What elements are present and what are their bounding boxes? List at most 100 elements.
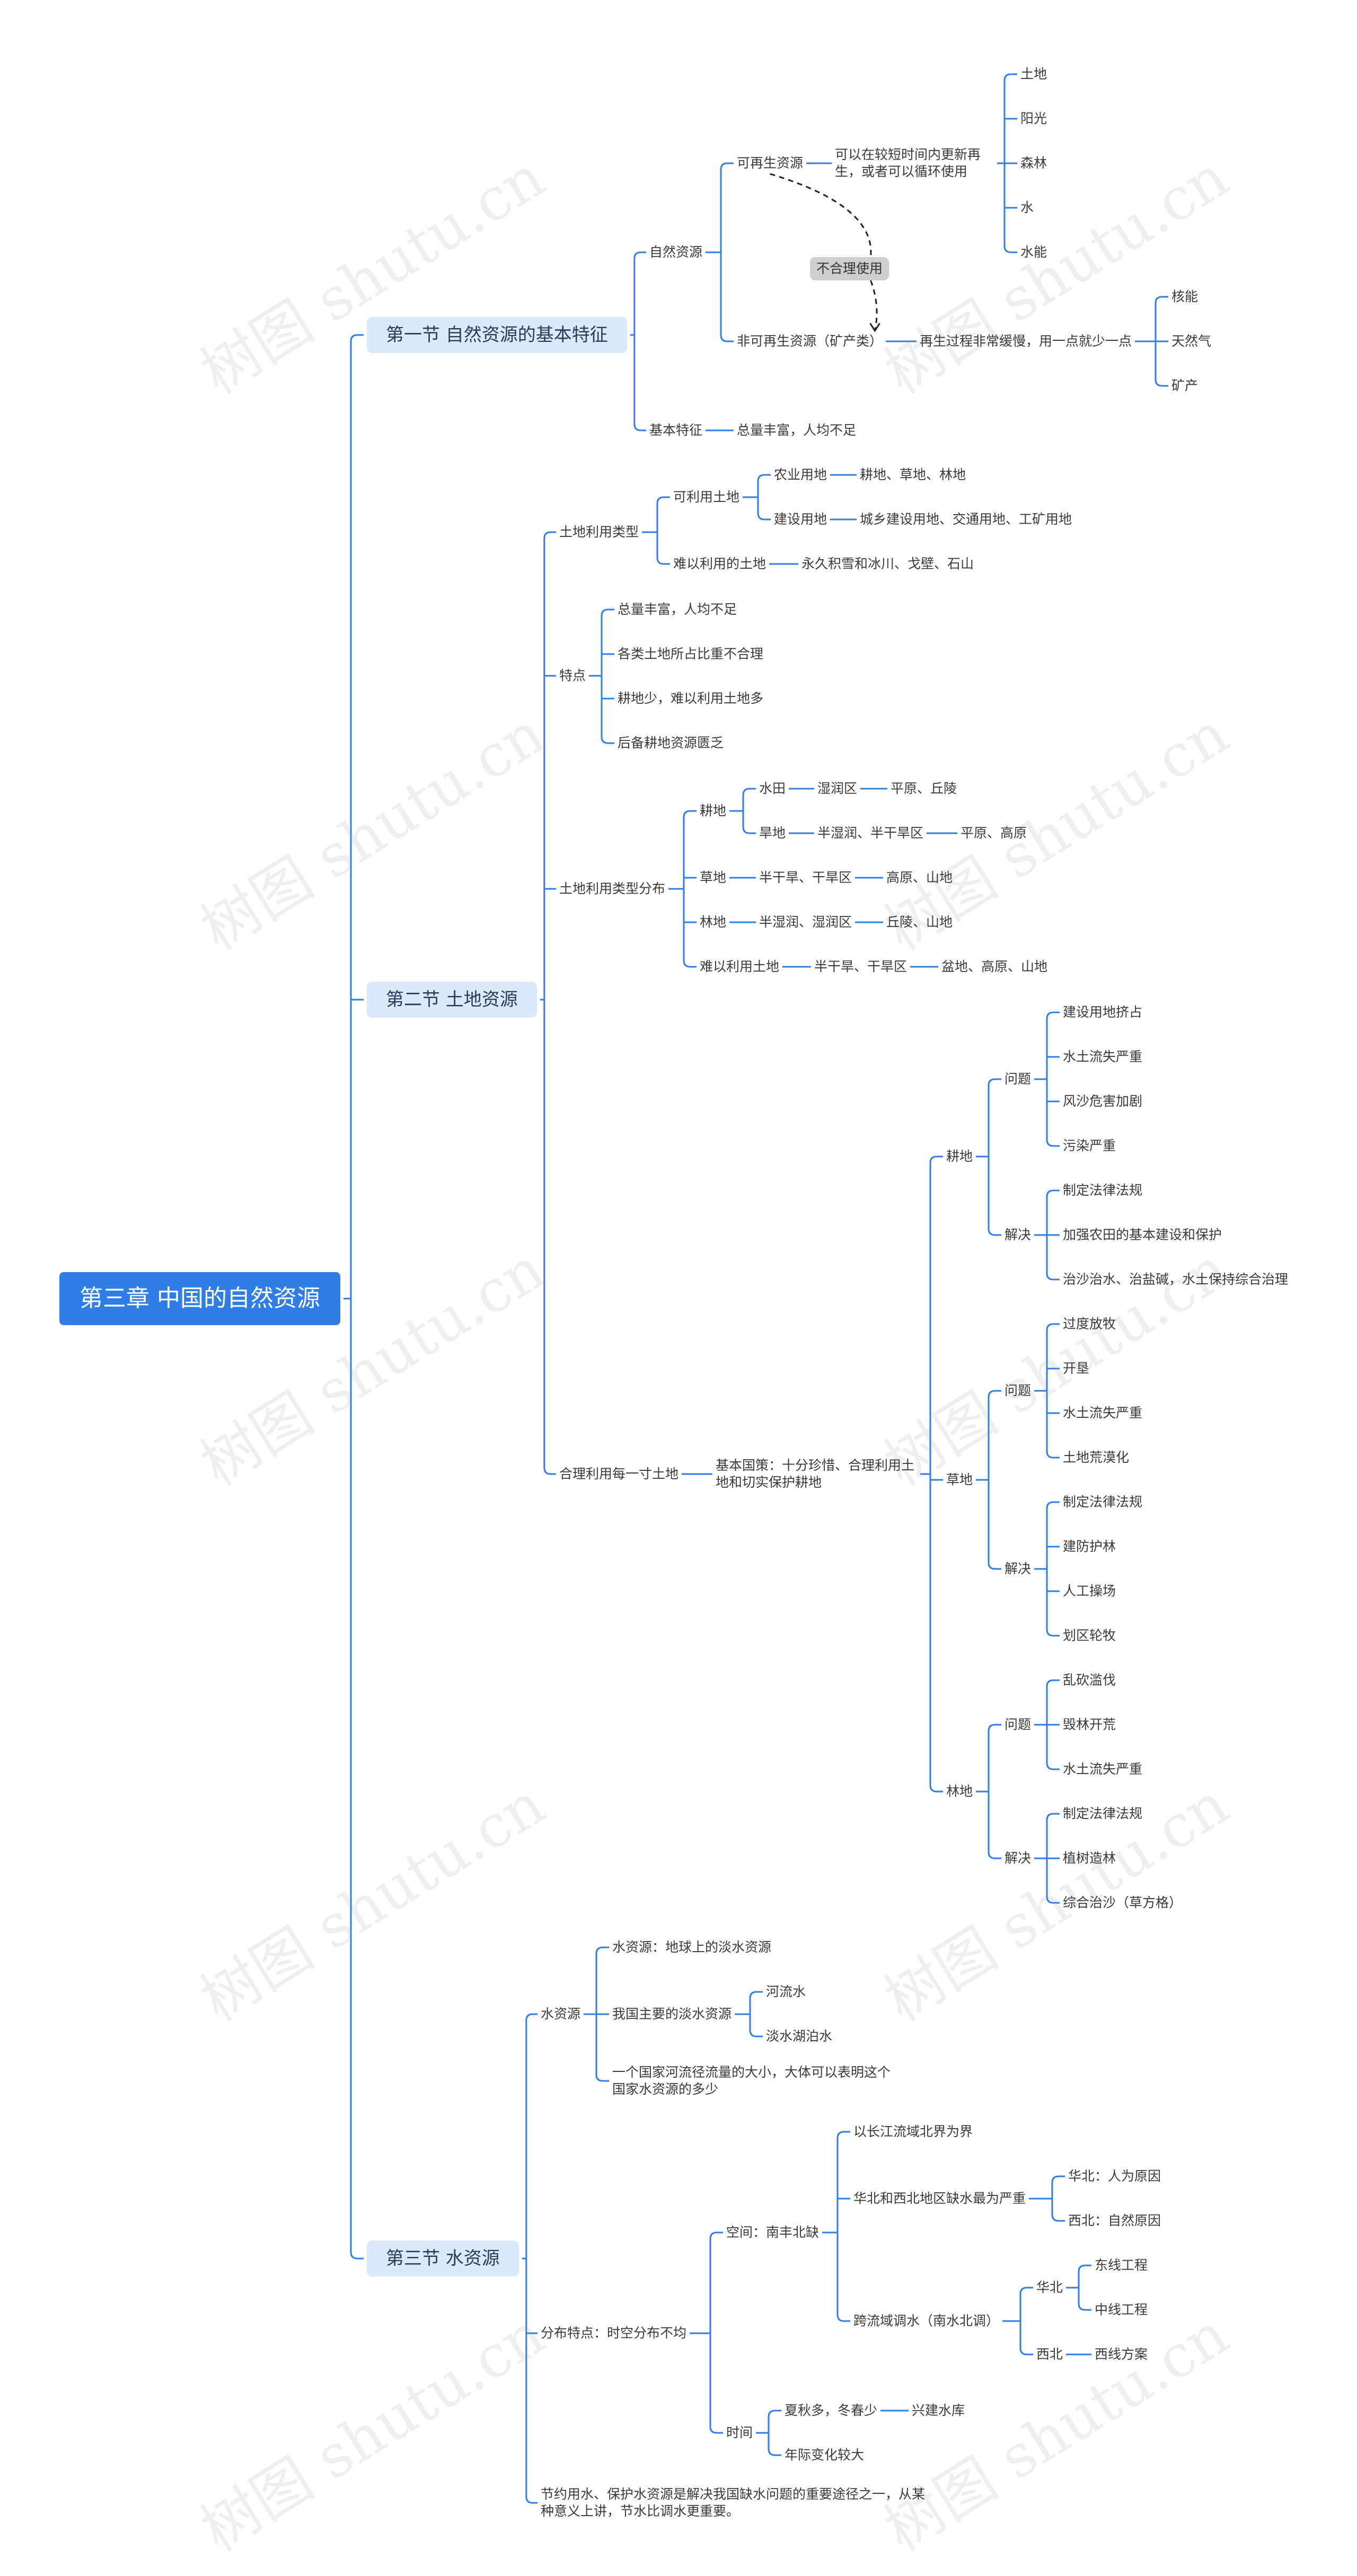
forest-solution-item[interactable]: 制定法律法规 [1063,1806,1143,1821]
basic-feature-node[interactable]: 基本特征 [649,422,703,438]
arable-problem-node[interactable]: 问题 [1004,1071,1032,1087]
basic-policy-node[interactable]: 基本国策：十分珍惜、合理利用土地和切实保护耕地 [716,1458,915,1490]
shortage-node[interactable]: 华北和西北地区缺水最为严重 [853,2191,1026,2206]
west-node[interactable]: 西北 [1036,2346,1063,2362]
nonrenewable-item[interactable]: 矿产 [1171,378,1199,393]
water-resources-node[interactable]: 水资源 [541,2006,581,2022]
east-route[interactable]: 东线工程 [1095,2257,1148,2273]
arable-solution-item[interactable]: 治沙治水、治盐碱，水土保持综合治理 [1063,1272,1289,1287]
build-land-desc[interactable]: 城乡建设用地、交通用地、工矿用地 [860,511,1072,527]
forest-solution-item[interactable]: 植树造林 [1063,1850,1116,1866]
middle-route[interactable]: 中线工程 [1095,2302,1148,2317]
west-route[interactable]: 西线方案 [1095,2346,1148,2362]
arable-rational-node[interactable]: 耕地 [946,1149,973,1164]
water-transfer-node[interactable]: 跨流域调水（南水北调） [853,2313,1000,2328]
dryland-zone[interactable]: 半湿润、半干旱区 [817,825,924,841]
forest-solution-item[interactable]: 综合治沙（草方格） [1063,1895,1183,1910]
rational-use-node[interactable]: 合理利用每一寸土地 [559,1466,679,1481]
paddy-zone[interactable]: 湿润区 [817,781,858,796]
spatial-node[interactable]: 空间：南丰北缺 [726,2225,820,2240]
grassland-terrain[interactable]: 高原、山地 [886,870,953,885]
land-feature-item[interactable]: 耕地少，难以利用土地多 [618,691,764,706]
usable-land-node[interactable]: 可利用土地 [673,489,740,505]
grassland-rational-node[interactable]: 草地 [946,1472,973,1487]
arable-solution-node[interactable]: 解决 [1004,1227,1032,1242]
nonrenewable-node[interactable]: 非可再生资源（矿产类） [737,333,883,349]
forest-solution-node[interactable]: 解决 [1004,1850,1032,1866]
grassland-solution-node[interactable]: 解决 [1004,1561,1032,1576]
grassland-solution-item[interactable]: 建防护林 [1063,1539,1116,1554]
temporal-node[interactable]: 时间 [726,2425,753,2440]
freshwater-item[interactable]: 淡水湖泊水 [766,2028,833,2044]
annual-item[interactable]: 年际变化较大 [785,2447,865,2463]
arable-problem-item[interactable]: 水土流失严重 [1063,1049,1143,1064]
main-freshwater-node[interactable]: 我国主要的淡水资源 [612,2006,732,2022]
agri-land-node[interactable]: 农业用地 [774,467,827,482]
forest-problem-item[interactable]: 水土流失严重 [1063,1761,1143,1777]
root-topic[interactable]: 第三章 中国的自然资源 [59,1272,340,1325]
land-feature-item[interactable]: 后备耕地资源匮乏 [618,735,724,751]
north-node[interactable]: 华北 [1036,2280,1063,2295]
misuse-tag[interactable]: 不合理使用 [810,257,889,280]
arable-problem-item[interactable]: 风沙危害加剧 [1063,1093,1143,1109]
grassland-problem-item[interactable]: 开垦 [1063,1361,1090,1376]
hardland-zone[interactable]: 半干旱、干旱区 [814,959,907,974]
west-cause[interactable]: 西北：自然原因 [1068,2213,1161,2228]
land-distribution-node[interactable]: 土地利用类型分布 [559,881,666,896]
nonrenewable-item[interactable]: 天然气 [1171,333,1212,349]
section-1-topic[interactable]: 第一节 自然资源的基本特征 [367,317,627,353]
section-3-topic[interactable]: 第三节 水资源 [367,2240,519,2277]
arable-solution-item[interactable]: 制定法律法规 [1063,1183,1143,1198]
forest-problem-item[interactable]: 乱砍滥伐 [1063,1672,1116,1688]
basic-feature-desc[interactable]: 总量丰富，人均不足 [737,422,857,438]
hard-land-desc[interactable]: 永久积雪和冰川、戈壁、石山 [801,556,974,571]
forest-problem-node[interactable]: 问题 [1004,1717,1032,1732]
arable-problem-item[interactable]: 污染严重 [1063,1138,1116,1153]
grassland-zone[interactable]: 半干旱、干旱区 [759,870,852,885]
hard-land-node[interactable]: 难以利用的土地 [673,556,766,571]
grassland-solution-item[interactable]: 制定法律法规 [1063,1494,1143,1510]
nonrenewable-item[interactable]: 核能 [1171,289,1199,304]
arable-node[interactable]: 耕地 [700,803,727,818]
grassland-problem-node[interactable]: 问题 [1004,1383,1032,1398]
paddy-node[interactable]: 水田 [759,781,786,796]
nonrenewable-desc[interactable]: 再生过程非常缓慢，用一点就少一点 [920,333,1132,349]
land-types-node[interactable]: 土地利用类型 [559,524,639,540]
land-features-node[interactable]: 特点 [559,668,586,683]
grassland-problem-item[interactable]: 水土流失严重 [1063,1405,1143,1421]
forest-land-node[interactable]: 林地 [700,914,727,930]
hardland-node[interactable]: 难以利用土地 [700,959,780,974]
arable-problem-item[interactable]: 建设用地挤占 [1063,1004,1143,1020]
agri-land-desc[interactable]: 耕地、草地、林地 [860,467,966,482]
renewable-desc[interactable]: 可以在较短时间内更新再生，或者可以循环使用 [835,147,981,179]
north-cause[interactable]: 华北：人为原因 [1068,2168,1161,2184]
dryland-node[interactable]: 旱地 [759,825,786,841]
forest-land-zone[interactable]: 半湿润、湿润区 [759,914,852,930]
section-2-topic[interactable]: 第二节 土地资源 [367,982,537,1018]
grassland-problem-item[interactable]: 过度放牧 [1063,1316,1116,1331]
grassland-solution-item[interactable]: 人工操场 [1063,1583,1116,1599]
hardland-terrain[interactable]: 盆地、高原、山地 [941,959,1048,974]
runoff-note[interactable]: 一个国家河流径流量的大小，大体可以表明这个国家水资源的多少 [612,2065,891,2097]
grassland-problem-item[interactable]: 土地荒漠化 [1063,1450,1130,1465]
grassland-node[interactable]: 草地 [700,870,727,885]
natural-resources-node[interactable]: 自然资源 [649,244,703,260]
renewable-item[interactable]: 水 [1020,200,1034,215]
water-saving-note[interactable]: 节约用水、保护水资源是解决我国缺水问题的重要途径之一，从某种意义上讲，节水比调水… [541,2486,926,2519]
arable-solution-item[interactable]: 加强农田的基本建设和保护 [1063,1227,1222,1242]
freshwater-item[interactable]: 河流水 [766,1984,806,1999]
grassland-solution-item[interactable]: 划区轮牧 [1063,1628,1116,1643]
forest-problem-item[interactable]: 毁林开荒 [1063,1717,1116,1732]
land-feature-item[interactable]: 各类土地所占比重不合理 [618,646,764,661]
dryland-terrain[interactable]: 平原、高原 [961,825,1027,841]
water-definition[interactable]: 水资源：地球上的淡水资源 [612,1939,772,1955]
land-feature-item[interactable]: 总量丰富，人均不足 [618,602,737,617]
forest-rational-node[interactable]: 林地 [946,1784,973,1799]
boundary-item[interactable]: 以长江流域北界为界 [853,2124,973,2139]
reservoir-item[interactable]: 兴建水库 [912,2403,965,2418]
renewable-node[interactable]: 可再生资源 [737,155,804,171]
water-distribution-node[interactable]: 分布特点：时空分布不均 [541,2325,687,2341]
build-land-node[interactable]: 建设用地 [774,511,827,527]
forest-land-terrain[interactable]: 丘陵、山地 [886,914,953,930]
paddy-terrain[interactable]: 平原、丘陵 [891,781,957,796]
